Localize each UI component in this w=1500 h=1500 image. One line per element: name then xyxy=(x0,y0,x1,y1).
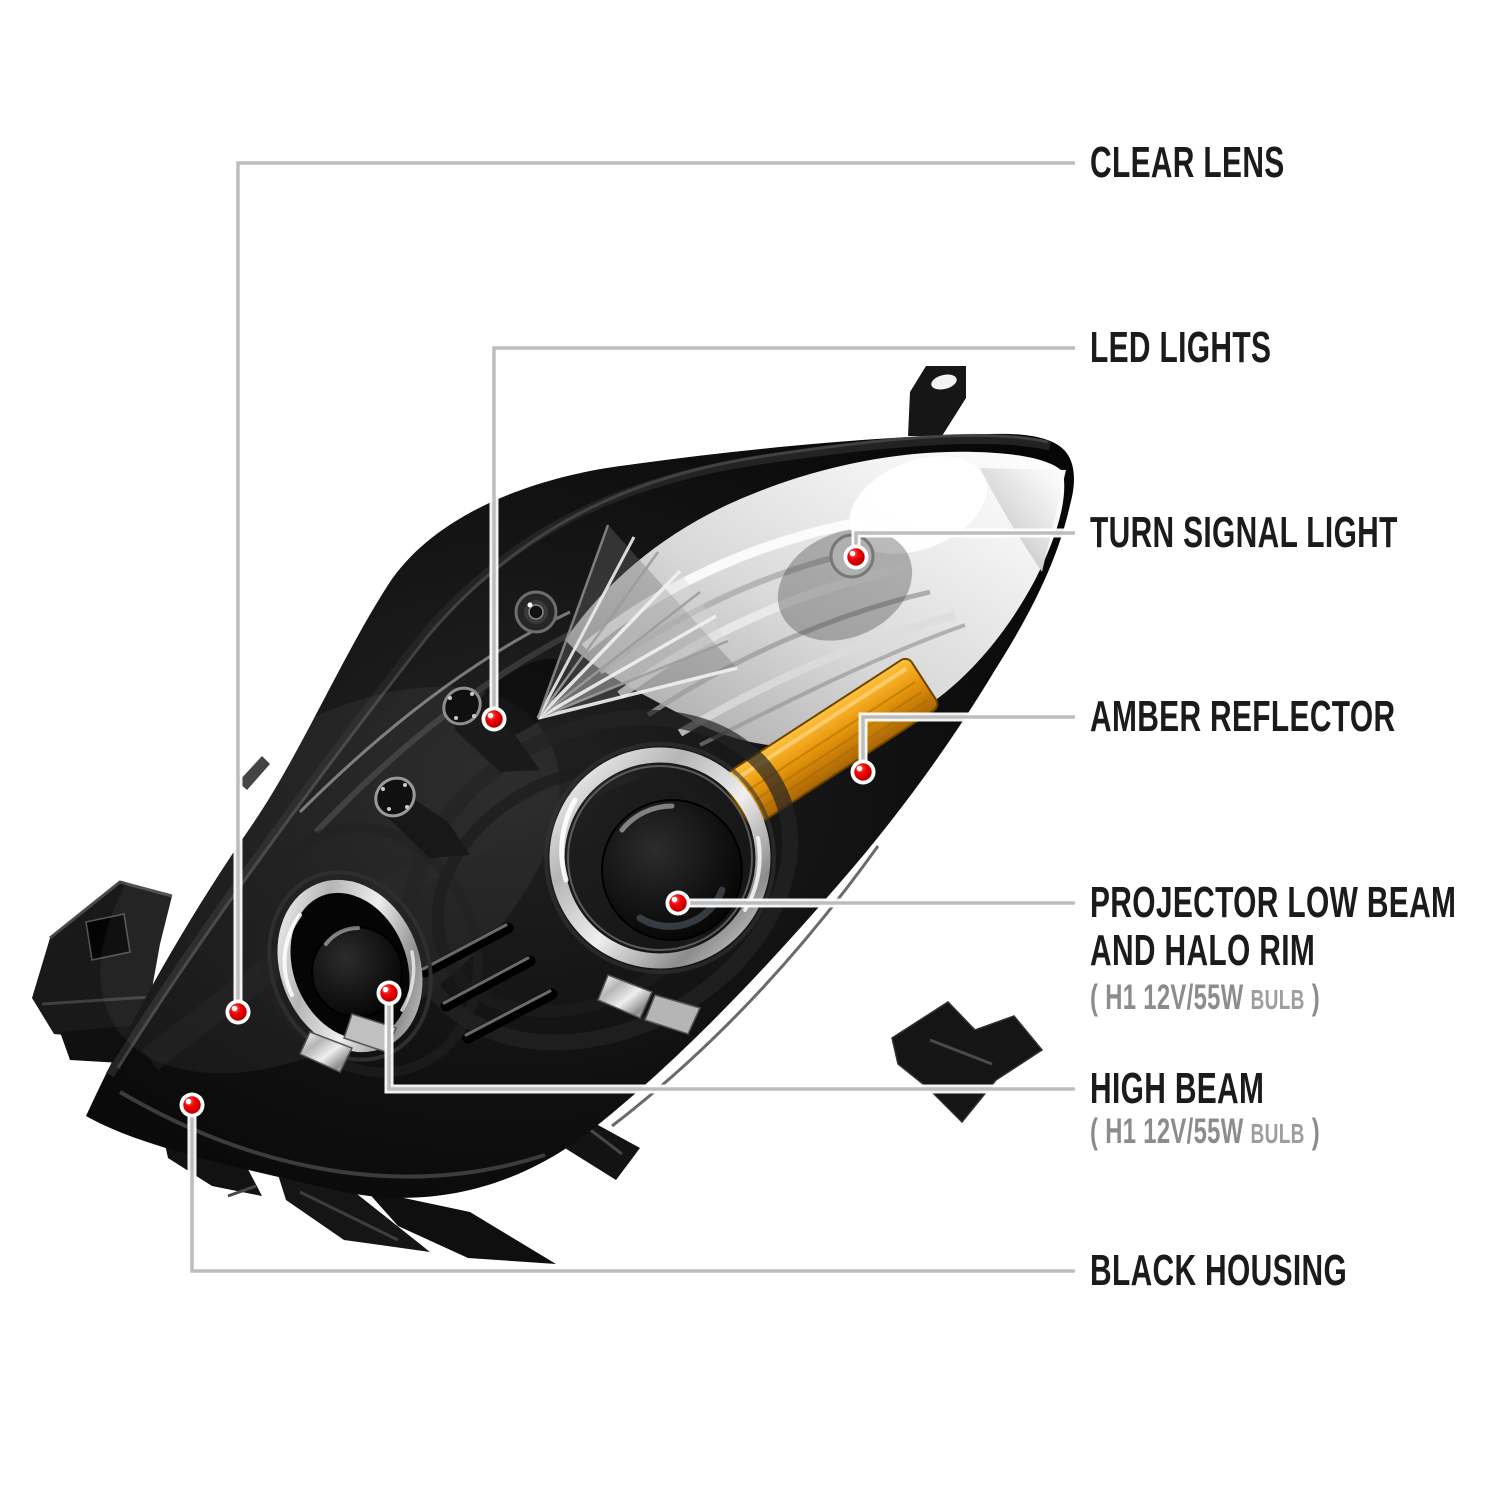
label-text: CLEAR LENS xyxy=(1090,138,1285,187)
clear-lens-area xyxy=(565,451,1066,748)
bulb-spec-note: ( H1 12V/55W BULB ) xyxy=(1090,1109,1320,1157)
led-unit-1 xyxy=(442,686,482,726)
label-text: TURN SIGNAL LIGHT xyxy=(1090,508,1398,557)
headlight-illustration xyxy=(32,366,1074,1264)
label-text: HIGH BEAM xyxy=(1090,1064,1265,1113)
marker-dot-led-lights xyxy=(481,706,507,732)
label-text: AMBER REFLECTOR xyxy=(1090,692,1396,741)
marker-dot-amber-reflector xyxy=(850,759,876,785)
highbeam-cone xyxy=(256,822,484,1078)
callout-label-projector-low-beam: PROJECTOR LOW BEAM AND HALO RIM ( H1 12V… xyxy=(1090,879,1456,1023)
marker-dot-clear-lens xyxy=(225,999,251,1025)
label-text-line1: PROJECTOR LOW BEAM xyxy=(1090,878,1457,927)
callout-label-turn-signal: TURN SIGNAL LIGHT xyxy=(1090,509,1398,557)
high-beam-clamp xyxy=(299,1031,354,1073)
marker-dot-high-beam xyxy=(376,980,402,1006)
callout-label-high-beam: HIGH BEAM ( H1 12V/55W BULB ) xyxy=(1090,1065,1320,1157)
vent-slots xyxy=(419,922,558,1044)
low-beam-lens xyxy=(601,799,743,941)
callout-label-led-lights: LED LIGHTS xyxy=(1090,324,1271,372)
bulb-note-prefix: ( H1 12V/55W xyxy=(1090,978,1244,1017)
bulb-spec-note: ( H1 12V/55W BULB ) xyxy=(1090,975,1456,1023)
callout-line-black-housing xyxy=(190,1105,1075,1273)
label-text: LED LIGHTS xyxy=(1090,323,1272,372)
low-beam-clamp xyxy=(597,974,654,1019)
bulb-note-word: BULB xyxy=(1250,1118,1305,1149)
callout-label-black-housing: BLACK HOUSING xyxy=(1090,1247,1347,1295)
housing-sheen xyxy=(100,686,560,1074)
marker-dot-projector-low-beam xyxy=(665,890,691,916)
callout-label-amber-reflector: AMBER REFLECTOR xyxy=(1090,693,1395,741)
bulb-note-prefix: ( H1 12V/55W xyxy=(1090,1112,1244,1151)
mounting-tab-top xyxy=(908,366,966,436)
callout-line-clear-lens xyxy=(236,161,1075,1012)
callout-lines xyxy=(187,158,1075,1276)
marker-dots xyxy=(179,544,876,1118)
callout-line-amber-reflector xyxy=(861,715,1075,772)
edge-sliver xyxy=(238,756,270,790)
callout-line-led-lights xyxy=(492,346,1075,719)
marker-dot-turn-signal xyxy=(843,544,869,570)
label-text: BLACK HOUSING xyxy=(1090,1246,1348,1295)
bulb-note-word: BULB xyxy=(1250,984,1305,1015)
callout-line-high-beam xyxy=(387,993,1075,1091)
marker-dot-black-housing xyxy=(179,1092,205,1118)
callout-label-clear-lens: CLEAR LENS xyxy=(1090,139,1285,187)
mounting-bracket-right xyxy=(891,1001,1044,1124)
bulb-note-suffix: ) xyxy=(1311,978,1320,1017)
bulb-note-suffix: ) xyxy=(1311,1112,1320,1151)
led-unit-2 xyxy=(374,776,416,818)
label-text-line2: AND HALO RIM xyxy=(1090,926,1316,975)
rim-band-light xyxy=(116,433,1049,1069)
bottom-rim-highlight xyxy=(118,1090,546,1179)
adjuster-screw xyxy=(514,590,558,634)
